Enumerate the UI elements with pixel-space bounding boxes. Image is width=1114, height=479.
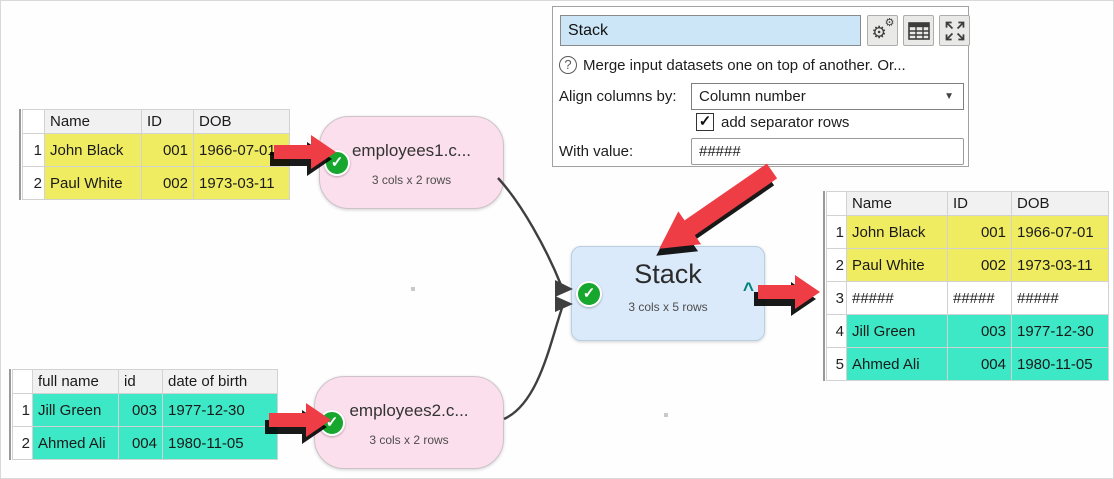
- table-cell: Ahmed Ali: [846, 347, 948, 381]
- node-employees2[interactable]: ✓ employees2.c... 3 cols x 2 rows: [314, 376, 504, 469]
- connector-employees2-to-stack: [503, 296, 573, 421]
- add-separator-rows-label: add separator rows: [721, 113, 850, 131]
- align-columns-dropdown[interactable]: Column number ▼: [691, 83, 964, 110]
- table-cell: 003: [118, 393, 163, 427]
- column-header: ID: [947, 191, 1012, 216]
- align-columns-label: Align columns by:: [559, 88, 677, 105]
- row-number: 4: [826, 314, 847, 348]
- table-cell: 003: [947, 314, 1012, 348]
- add-separator-rows-checkbox[interactable]: ✓: [696, 113, 714, 131]
- table-cell: Paul White: [44, 166, 142, 200]
- node-size-label: 3 cols x 5 rows: [628, 300, 708, 314]
- table-cell: Jill Green: [32, 393, 119, 427]
- table-cell: 1977-12-30: [162, 393, 278, 427]
- table-cell: Ahmed Ali: [32, 426, 119, 460]
- node-title: employees2.c...: [349, 401, 469, 420]
- column-header: DOB: [1011, 191, 1109, 216]
- row-number: 5: [826, 347, 847, 381]
- show-table-button[interactable]: [903, 15, 934, 46]
- with-value-input[interactable]: #####: [691, 138, 964, 165]
- table-cell: Paul White: [846, 248, 948, 282]
- canvas-grid-dot: [411, 287, 415, 291]
- expand-panel-button[interactable]: [939, 15, 970, 46]
- expand-icon: [945, 21, 964, 40]
- row-number: 2: [826, 248, 847, 282]
- row-number: 1: [12, 393, 33, 427]
- chevron-down-icon: ▼: [944, 91, 954, 102]
- table-cell: #####: [1011, 281, 1109, 315]
- stack-properties-panel: Stack ⚙⚙: [552, 6, 970, 167]
- transform-name-input[interactable]: Stack: [560, 15, 861, 46]
- settings-gears-icon: ⚙⚙: [871, 16, 895, 42]
- table-cell: John Black: [846, 215, 948, 249]
- table-cell: 1966-07-01: [1011, 215, 1109, 249]
- table-cell: 1973-03-11: [1011, 248, 1109, 282]
- success-check-icon: ✓: [319, 409, 345, 436]
- table-icon: [907, 21, 930, 40]
- transform-description: Merge input datasets one on top of anoth…: [583, 56, 906, 74]
- table-cell: #####: [947, 281, 1012, 315]
- node-size-label: 3 cols x 2 rows: [369, 433, 449, 447]
- collapse-caret-icon[interactable]: ^: [742, 279, 754, 301]
- table-row: 3###############: [826, 281, 1109, 315]
- column-header: DOB: [193, 109, 290, 134]
- node-title: employees1.c...: [351, 141, 472, 160]
- dropdown-value: Column number: [699, 88, 806, 105]
- row-number: 2: [22, 166, 45, 200]
- table-cell: Jill Green: [846, 314, 948, 348]
- node-stack[interactable]: ✓ Stack 3 cols x 5 rows ^: [571, 246, 765, 341]
- column-header: id: [118, 369, 163, 394]
- column-header: Name: [44, 109, 142, 134]
- node-title: Stack: [634, 259, 702, 289]
- table-cell: 001: [141, 133, 194, 167]
- success-check-icon: ✓: [324, 149, 350, 176]
- table-cell: 002: [947, 248, 1012, 282]
- table-cell: John Black: [44, 133, 142, 167]
- column-header: date of birth: [162, 369, 278, 394]
- table-cell: 1977-12-30: [1011, 314, 1109, 348]
- table-cell: 1980-11-05: [162, 426, 278, 460]
- table-cell: 004: [947, 347, 1012, 381]
- help-row: ? Merge input datasets one on top of ano…: [559, 56, 906, 74]
- column-header: Name: [846, 191, 948, 216]
- row-number: 1: [826, 215, 847, 249]
- table-cell: 1980-11-05: [1011, 347, 1109, 381]
- canvas-grid-dot: [664, 413, 668, 417]
- table-cell: 1973-03-11: [193, 166, 290, 200]
- column-header: ID: [141, 109, 194, 134]
- table-cell: #####: [846, 281, 948, 315]
- separator-rows-row: ✓ add separator rows: [696, 113, 849, 131]
- column-header: full name: [32, 369, 119, 394]
- row-number: 1: [22, 133, 45, 167]
- help-icon[interactable]: ?: [559, 56, 577, 74]
- table-cell: 1966-07-01: [193, 133, 290, 167]
- success-check-icon: ✓: [576, 280, 602, 307]
- connector-employees1-to-stack: [497, 177, 573, 297]
- row-number: 3: [826, 281, 847, 315]
- node-employees1[interactable]: ✓ employees1.c... 3 cols x 2 rows: [319, 116, 504, 209]
- settings-gears-button[interactable]: ⚙⚙: [867, 15, 898, 46]
- table-cell: 002: [141, 166, 194, 200]
- with-value-label: With value:: [559, 143, 634, 160]
- table-cell: 001: [947, 215, 1012, 249]
- table-cell: 004: [118, 426, 163, 460]
- row-number: 2: [12, 426, 33, 460]
- node-size-label: 3 cols x 2 rows: [371, 173, 452, 187]
